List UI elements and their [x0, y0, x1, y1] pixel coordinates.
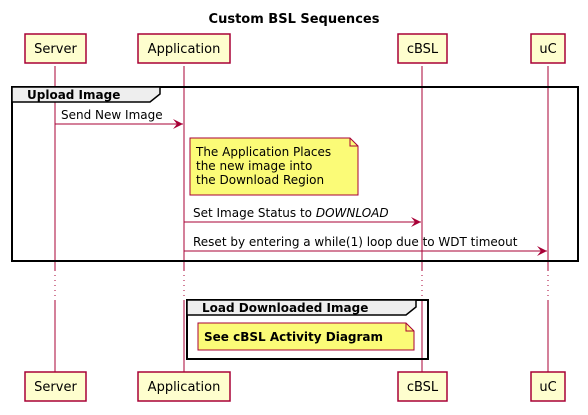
group-load-label: Load Downloaded Image	[202, 301, 368, 315]
participant-cbsl-top: cBSL	[397, 33, 448, 64]
svg-text:Server: Server	[34, 42, 77, 57]
participant-application-bottom: Application	[137, 371, 231, 402]
diagram-title: Custom BSL Sequences	[209, 12, 380, 27]
svg-text:uC: uC	[539, 42, 556, 57]
svg-text:Application: Application	[148, 380, 221, 395]
svg-text:See cBSL Activity Diagram: See cBSL Activity Diagram	[204, 330, 383, 344]
note-line-3: the Download Region	[196, 173, 324, 187]
participant-application-top: Application	[137, 33, 231, 64]
lifelines	[54, 66, 549, 372]
svg-text:Application: Application	[148, 42, 221, 57]
message-send-new-image: Send New Image	[55, 108, 183, 129]
note-line-1: The Application Places	[195, 145, 331, 159]
svg-text:Send New Image: Send New Image	[61, 108, 163, 122]
note-line-2: the new image into	[196, 159, 312, 173]
svg-text:uC: uC	[539, 380, 556, 395]
message-reset-wdt: Reset by entering a while(1) loop due to…	[184, 235, 547, 256]
svg-text:Set Image Status to DOWNLOAD: Set Image Status to DOWNLOAD	[193, 206, 389, 220]
note-application-places: The Application Places the new image int…	[189, 137, 359, 196]
svg-text:Reset by entering a while(1) l: Reset by entering a while(1) loop due to…	[193, 235, 518, 249]
svg-text:cBSL: cBSL	[407, 42, 439, 57]
group-upload-image: Upload Image	[11, 86, 579, 262]
participant-server-top: Server	[24, 33, 87, 64]
note-see-cbsl-activity: See cBSL Activity Diagram	[197, 322, 415, 351]
group-upload-image-label: Upload Image	[27, 88, 120, 102]
participant-uc-bottom: uC	[530, 371, 566, 402]
svg-text:Server: Server	[34, 380, 77, 395]
svg-text:cBSL: cBSL	[407, 380, 439, 395]
group-load-downloaded-image: Load Downloaded Image	[186, 299, 429, 360]
message-set-image-status: Set Image Status to DOWNLOAD	[184, 206, 421, 227]
participant-uc-top: uC	[530, 33, 566, 64]
participant-server-bottom: Server	[24, 371, 87, 402]
participant-cbsl-bottom: cBSL	[397, 371, 448, 402]
